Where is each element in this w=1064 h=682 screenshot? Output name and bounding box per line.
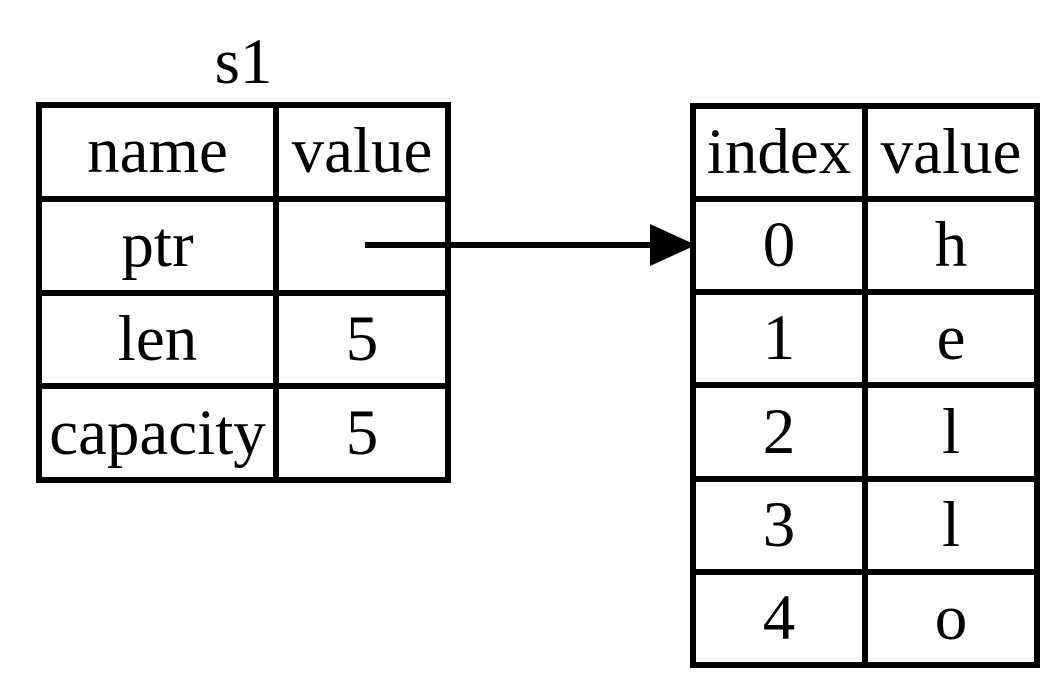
heap-table: index value 0 h 1 e 2 l 3 l 4 o bbox=[690, 103, 1040, 668]
stack-table: name value ptr len 5 capacity 5 bbox=[36, 102, 451, 483]
heap-header-index: index bbox=[696, 109, 862, 197]
variable-title: s1 bbox=[214, 26, 273, 98]
heap-row-3-value: l bbox=[868, 481, 1034, 569]
heap-row-0-index: 0 bbox=[696, 202, 862, 290]
heap-row-0-value: h bbox=[868, 202, 1034, 290]
arrow-head-icon bbox=[650, 224, 696, 266]
heap-row-1-index: 1 bbox=[696, 295, 862, 383]
stack-row-ptr-name: ptr bbox=[42, 201, 273, 290]
heap-row-4-index: 4 bbox=[696, 574, 862, 662]
heap-row-2-index: 2 bbox=[696, 388, 862, 476]
heap-row-1-value: e bbox=[868, 295, 1034, 383]
heap-row-3-index: 3 bbox=[696, 481, 862, 569]
stack-row-len-value: 5 bbox=[279, 295, 445, 384]
stack-header-name: name bbox=[42, 108, 273, 196]
arrow-line bbox=[365, 242, 655, 248]
ptr-arrow bbox=[365, 224, 696, 266]
stack-row-len-name: len bbox=[42, 295, 273, 384]
heap-header-value: value bbox=[868, 109, 1034, 197]
heap-row-2-value: l bbox=[868, 388, 1034, 476]
stack-row-capacity-name: capacity bbox=[42, 389, 273, 477]
stack-row-capacity-value: 5 bbox=[279, 389, 445, 477]
heap-row-4-value: o bbox=[868, 574, 1034, 662]
stack-header-value: value bbox=[279, 108, 445, 196]
